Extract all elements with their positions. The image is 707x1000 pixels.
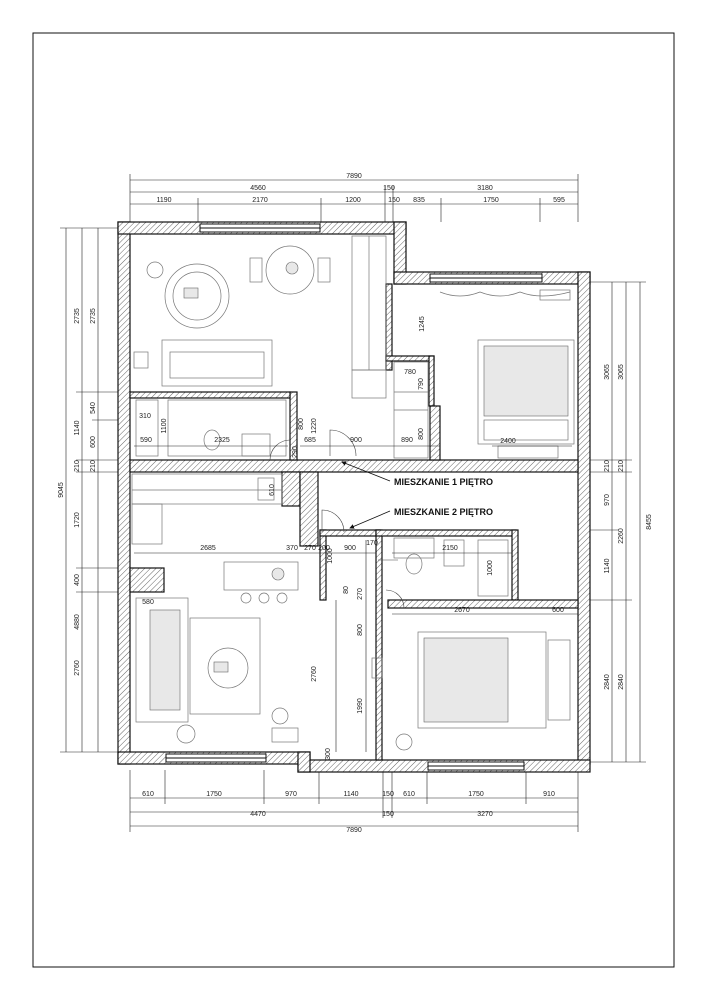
dim-left-outer: 4880 bbox=[74, 614, 81, 630]
dim-left-total: 9045 bbox=[58, 482, 65, 498]
dim-bottom-inner: 970 bbox=[285, 791, 297, 798]
dim-top-mid: 4560 bbox=[250, 185, 266, 192]
dim-right-outer: 2260 bbox=[618, 528, 625, 544]
dimension-texts-right: 3065 210 970 1140 2840 3065 210 2260 284… bbox=[604, 364, 653, 690]
dim-right-inner: 210 bbox=[604, 460, 611, 472]
dim-interior: 2760 bbox=[311, 666, 318, 682]
dim-top-inner: 1190 bbox=[156, 197, 171, 204]
dim-left-outer: 400 bbox=[74, 574, 81, 586]
dim-interior: 2685 bbox=[200, 545, 216, 552]
dim-top-inner: 2170 bbox=[252, 197, 268, 204]
dim-right-outer: 210 bbox=[618, 460, 625, 472]
dim-interior: 800 bbox=[357, 624, 364, 636]
dim-interior: 890 bbox=[401, 437, 413, 444]
dim-bottom-mid: 150 bbox=[382, 811, 394, 818]
dim-interior: 1990 bbox=[357, 698, 364, 714]
dim-top-inner: 1750 bbox=[483, 197, 499, 204]
furniture bbox=[131, 235, 575, 751]
dim-right-inner: 1140 bbox=[604, 558, 611, 573]
dim-right-outer: 2840 bbox=[618, 674, 625, 690]
dim-interior: 1220 bbox=[311, 418, 318, 434]
dim-bottom-inner: 1140 bbox=[343, 791, 358, 798]
dim-left-outer: 1720 bbox=[74, 512, 81, 528]
dim-interior: 580 bbox=[142, 599, 154, 606]
dim-interior: 1100 bbox=[161, 418, 168, 433]
dim-left-outer: 2760 bbox=[74, 660, 81, 676]
dim-bottom-inner: 610 bbox=[403, 791, 415, 798]
dim-bottom-mid: 4470 bbox=[250, 811, 266, 818]
floor-labels: MIESZKANIE 1 PIĘTRO MIESZKANIE 2 PIĘTRO bbox=[341, 461, 493, 529]
dim-interior: 790 bbox=[418, 378, 425, 390]
dim-top-inner: 835 bbox=[413, 197, 425, 204]
dim-top-total: 7890 bbox=[346, 173, 362, 180]
dim-interior: 590 bbox=[140, 437, 152, 444]
dim-top-inner: 1200 bbox=[345, 197, 361, 204]
dim-interior: 2400 bbox=[500, 438, 516, 445]
dim-left-outer: 2735 bbox=[74, 308, 81, 324]
dim-interior: 900 bbox=[350, 437, 362, 444]
dim-right-outer: 3065 bbox=[618, 364, 625, 380]
dim-interior: 1245 bbox=[419, 316, 426, 332]
dim-bottom-inner: 610 bbox=[142, 791, 154, 798]
dim-top-inner: 150 bbox=[388, 197, 400, 204]
walls bbox=[117, 221, 591, 773]
dim-top-inner: 595 bbox=[553, 197, 565, 204]
dim-right-total: 8455 bbox=[646, 514, 653, 530]
dim-left-inner: 210 bbox=[90, 460, 97, 472]
dim-left-outer: 1140 bbox=[74, 420, 81, 435]
dim-interior: 1000 bbox=[327, 548, 334, 564]
dim-interior: 2325 bbox=[214, 437, 230, 444]
dim-interior: 80 bbox=[343, 586, 350, 594]
dim-interior: 610 bbox=[269, 484, 276, 496]
dim-interior: 2670 bbox=[454, 607, 470, 614]
dim-interior: 300 bbox=[325, 748, 332, 760]
dim-interior: 170 bbox=[366, 540, 378, 547]
dim-interior: 800 bbox=[418, 428, 425, 440]
dim-interior: 800 bbox=[298, 418, 305, 430]
interior-dim-lines bbox=[134, 445, 578, 752]
dim-bottom-inner: 1750 bbox=[206, 791, 222, 798]
dim-right-inner: 3065 bbox=[604, 364, 611, 380]
windows bbox=[165, 223, 543, 771]
dim-interior: 685 bbox=[304, 437, 316, 444]
dim-interior: 270 bbox=[304, 545, 316, 552]
label-floor-2: MIESZKANIE 2 PIĘTRO bbox=[394, 507, 493, 517]
dim-bottom-inner: 1750 bbox=[468, 791, 484, 798]
dimension-texts: 7890 4560 150 3180 1190 2170 1200 150 83… bbox=[142, 173, 565, 834]
sheet-border bbox=[32, 32, 675, 968]
dim-bottom-total: 7890 bbox=[346, 827, 362, 834]
dim-left-inner: 540 bbox=[90, 402, 97, 414]
dim-interior: 1000 bbox=[487, 560, 494, 576]
dimension-texts-left: 9045 2735 1140 210 1720 400 4880 2760 27… bbox=[58, 308, 97, 676]
dim-top-mid: 3180 bbox=[477, 185, 493, 192]
dim-interior: 600 bbox=[552, 607, 564, 614]
dim-interior: 270 bbox=[357, 588, 364, 600]
dim-bottom-inner: 150 bbox=[382, 791, 394, 798]
doors bbox=[269, 429, 405, 609]
dim-interior: 200 bbox=[318, 545, 330, 552]
dim-right-inner: 2840 bbox=[604, 674, 611, 690]
dim-interior: 780 bbox=[404, 369, 416, 376]
dim-left-inner: 600 bbox=[90, 436, 97, 448]
dim-bottom-mid: 3270 bbox=[477, 811, 493, 818]
interior-dimensions: 1245 780 790 800 890 900 685 290 1220 80… bbox=[139, 316, 564, 760]
dim-right-inner: 970 bbox=[604, 494, 611, 506]
dim-interior: 310 bbox=[139, 413, 151, 420]
dim-interior: 290 bbox=[292, 446, 299, 458]
dim-interior: 900 bbox=[344, 545, 356, 552]
dimension-lines bbox=[60, 174, 646, 832]
dim-left-outer: 210 bbox=[74, 460, 81, 472]
label-floor-1: MIESZKANIE 1 PIĘTRO bbox=[394, 477, 493, 487]
dim-bottom-inner: 910 bbox=[543, 791, 555, 798]
dim-interior: 2150 bbox=[442, 545, 458, 552]
dim-top-mid: 150 bbox=[383, 185, 395, 192]
dim-left-inner: 2735 bbox=[90, 308, 97, 324]
dim-interior: 370 bbox=[286, 545, 298, 552]
